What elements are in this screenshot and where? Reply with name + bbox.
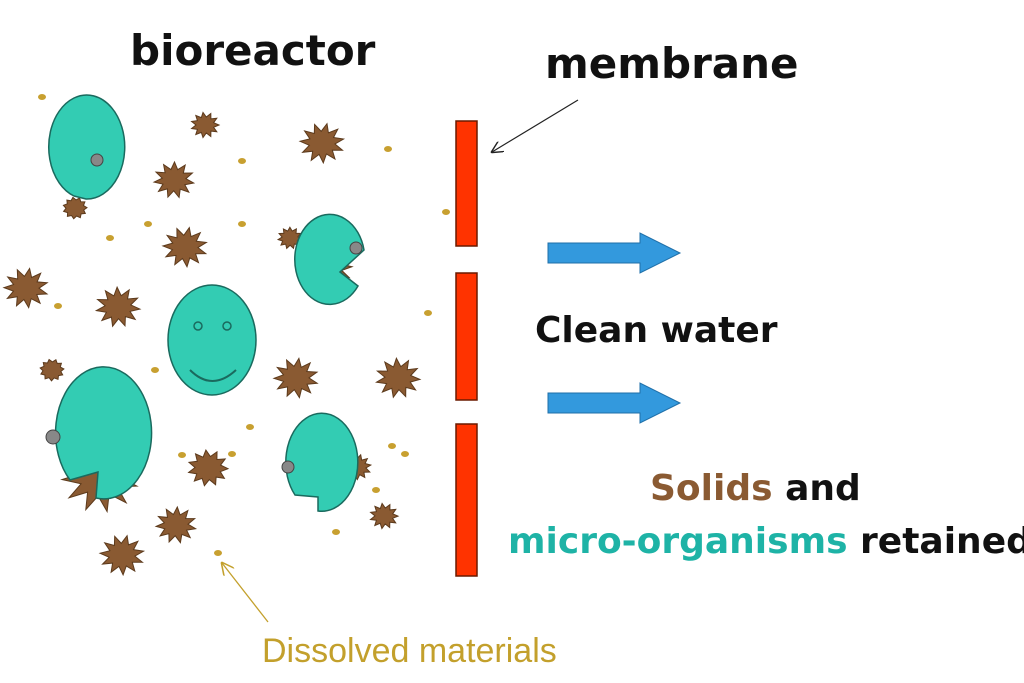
flow-arrow-top [547,232,682,274]
smiley-eye-icon [222,321,232,331]
microbe-eye-icon [90,153,104,167]
flow-arrow-bottom [547,382,682,424]
dissolved-dot [228,451,236,457]
microbe-pacman-1 [48,94,126,200]
dissolved-dot [388,443,396,449]
dissolved-materials-label: Dissolved materials [262,632,557,670]
bioreactor-label: bioreactor [130,26,376,75]
dissolved-dot [151,367,159,373]
solid-particle [94,285,142,328]
dissolved-dot [246,424,254,430]
membrane-segment-top [455,120,478,247]
solid-particle [190,111,221,139]
solid-particle [152,160,196,199]
dissolved-dot [332,529,340,535]
microbe-pacman-3 [54,366,153,500]
solid-particle [187,449,230,487]
dissolved-dot [442,209,450,215]
dissolved-dot [238,158,246,164]
solids-retained-line: Solids and [650,468,861,509]
retained-word: retained [848,521,1024,562]
dissolved-dot [38,94,46,100]
membrane-label: membrane [545,39,799,88]
dissolved-dot [54,303,62,309]
solid-particle [98,534,146,577]
microbe-pacman-4 [285,412,359,513]
solid-particle [2,267,49,309]
membrane [455,120,478,577]
microorganisms [45,94,365,513]
solid-particle [39,358,65,382]
microbe-eye-icon [45,429,61,445]
microbe-pacman-2 [294,213,365,306]
dissolved-dot [401,451,409,457]
dissolved-dot [214,550,222,556]
clean-water-label: Clean water [535,310,778,351]
dissolved-dot [384,146,392,152]
microbe-smiley [167,284,257,396]
solids-word: Solids [650,468,773,509]
solid-particle [298,122,346,165]
dissolved-dot [424,310,432,316]
solid-particle [62,196,88,220]
dissolved-dot [238,221,246,227]
solid-particle [272,357,319,399]
and-word: and [773,468,861,509]
solid-particle [154,505,198,544]
solid-particle [375,357,422,399]
dissolved-dot [106,235,114,241]
microbe-eye-icon [349,241,363,255]
microbe-eye-icon [281,460,295,474]
microorganisms-word: micro-organisms [508,521,848,562]
dissolved-pointer-line [222,563,269,623]
solid-particle [369,502,400,530]
dissolved-dot [178,452,186,458]
dissolved-dot [144,221,152,227]
microorganisms-retained-line: micro-organisms retained [508,521,1024,562]
smiley-mouth [189,369,237,382]
membrane-segment-middle [455,272,478,401]
smiley-eye-icon [193,321,203,331]
solid-particle [161,226,208,268]
membrane-segment-bottom [455,423,478,577]
dissolved-dot [372,487,380,493]
membrane-pointer-line [492,99,579,152]
